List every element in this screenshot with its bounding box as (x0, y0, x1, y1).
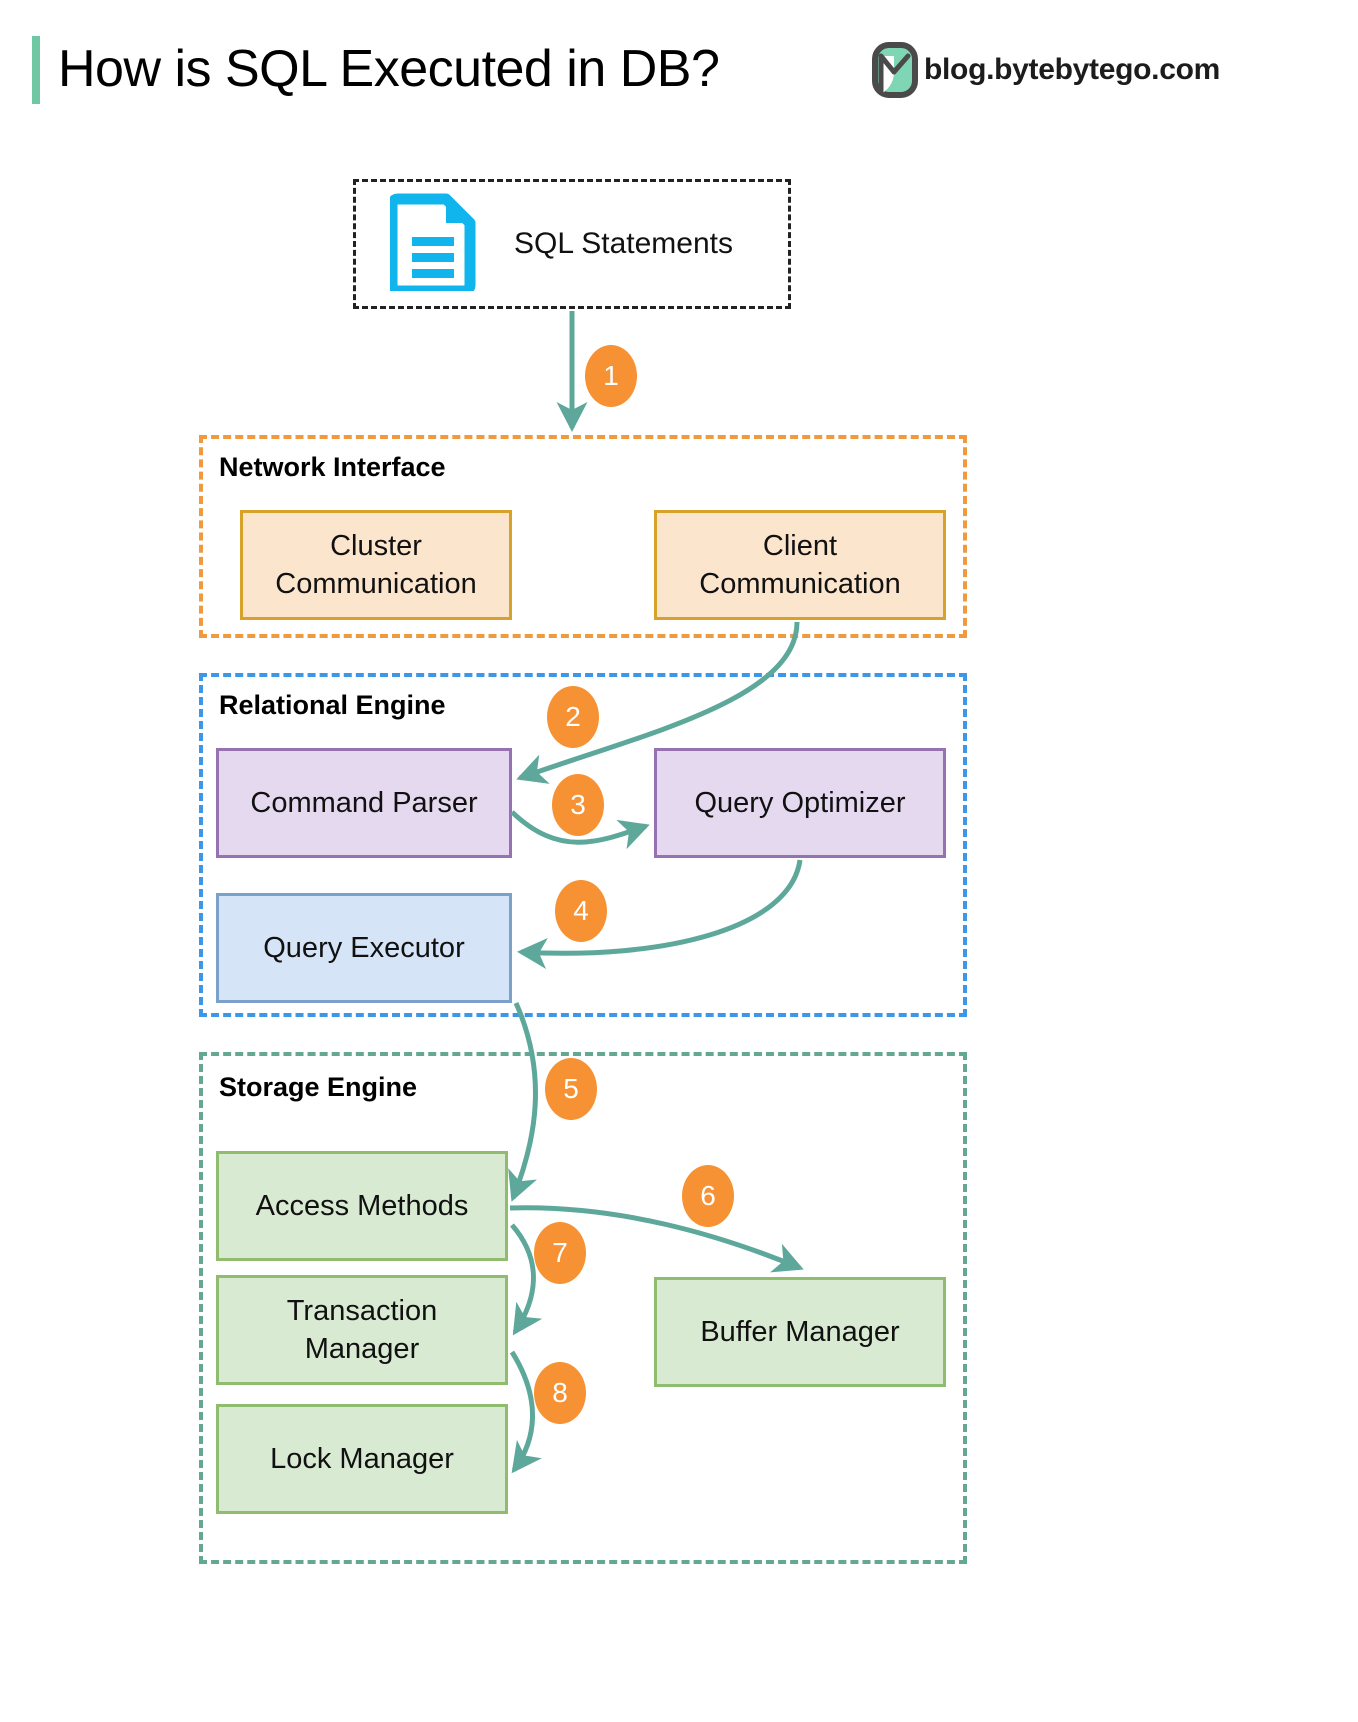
page-header: How is SQL Executed in DB? blog.bytebyte… (0, 0, 1358, 130)
node-lock-manager[interactable]: Lock Manager (216, 1404, 508, 1514)
title-accent-bar (32, 36, 40, 104)
bytebytego-logo-icon (872, 42, 918, 98)
step-badge-7: 7 (534, 1222, 586, 1284)
step-badge-6: 6 (682, 1165, 734, 1227)
page-title: How is SQL Executed in DB? (58, 40, 720, 98)
step-badge-4: 4 (555, 880, 607, 942)
node-command-parser[interactable]: Command Parser (216, 748, 512, 858)
group-storage-engine-title: Storage Engine (219, 1072, 418, 1102)
node-label: Transaction Manager (286, 1294, 438, 1365)
group-relational-engine-title: Relational Engine (219, 690, 446, 720)
group-network-interface-title: Network Interface (219, 452, 446, 482)
sql-statements-box: SQL Statements (353, 179, 791, 309)
brand: blog.bytebytego.com (872, 40, 1220, 100)
brand-text[interactable]: blog.bytebytego.com (924, 53, 1220, 86)
node-buffer-manager[interactable]: Buffer Manager (654, 1277, 946, 1387)
node-cluster-communication[interactable]: Cluster Communication (240, 510, 512, 620)
step-badge-8: 8 (534, 1362, 586, 1424)
node-query-executor[interactable]: Query Executor (216, 893, 512, 1003)
step-badge-5: 5 (545, 1058, 597, 1120)
step-badge-1: 1 (585, 345, 637, 407)
node-transaction-manager[interactable]: Transaction Manager (216, 1275, 508, 1385)
sql-statements-label: SQL Statements (514, 227, 733, 260)
node-query-optimizer[interactable]: Query Optimizer (654, 748, 946, 858)
node-client-communication[interactable]: Client Communication (654, 510, 946, 620)
step-badge-2: 2 (547, 686, 599, 748)
step-badge-3: 3 (552, 774, 604, 836)
group-storage-engine (199, 1052, 967, 1564)
node-access-methods[interactable]: Access Methods (216, 1151, 508, 1261)
document-icon (386, 193, 476, 296)
node-label: Client Communication (699, 529, 901, 600)
node-label: Cluster Communication (275, 529, 477, 600)
